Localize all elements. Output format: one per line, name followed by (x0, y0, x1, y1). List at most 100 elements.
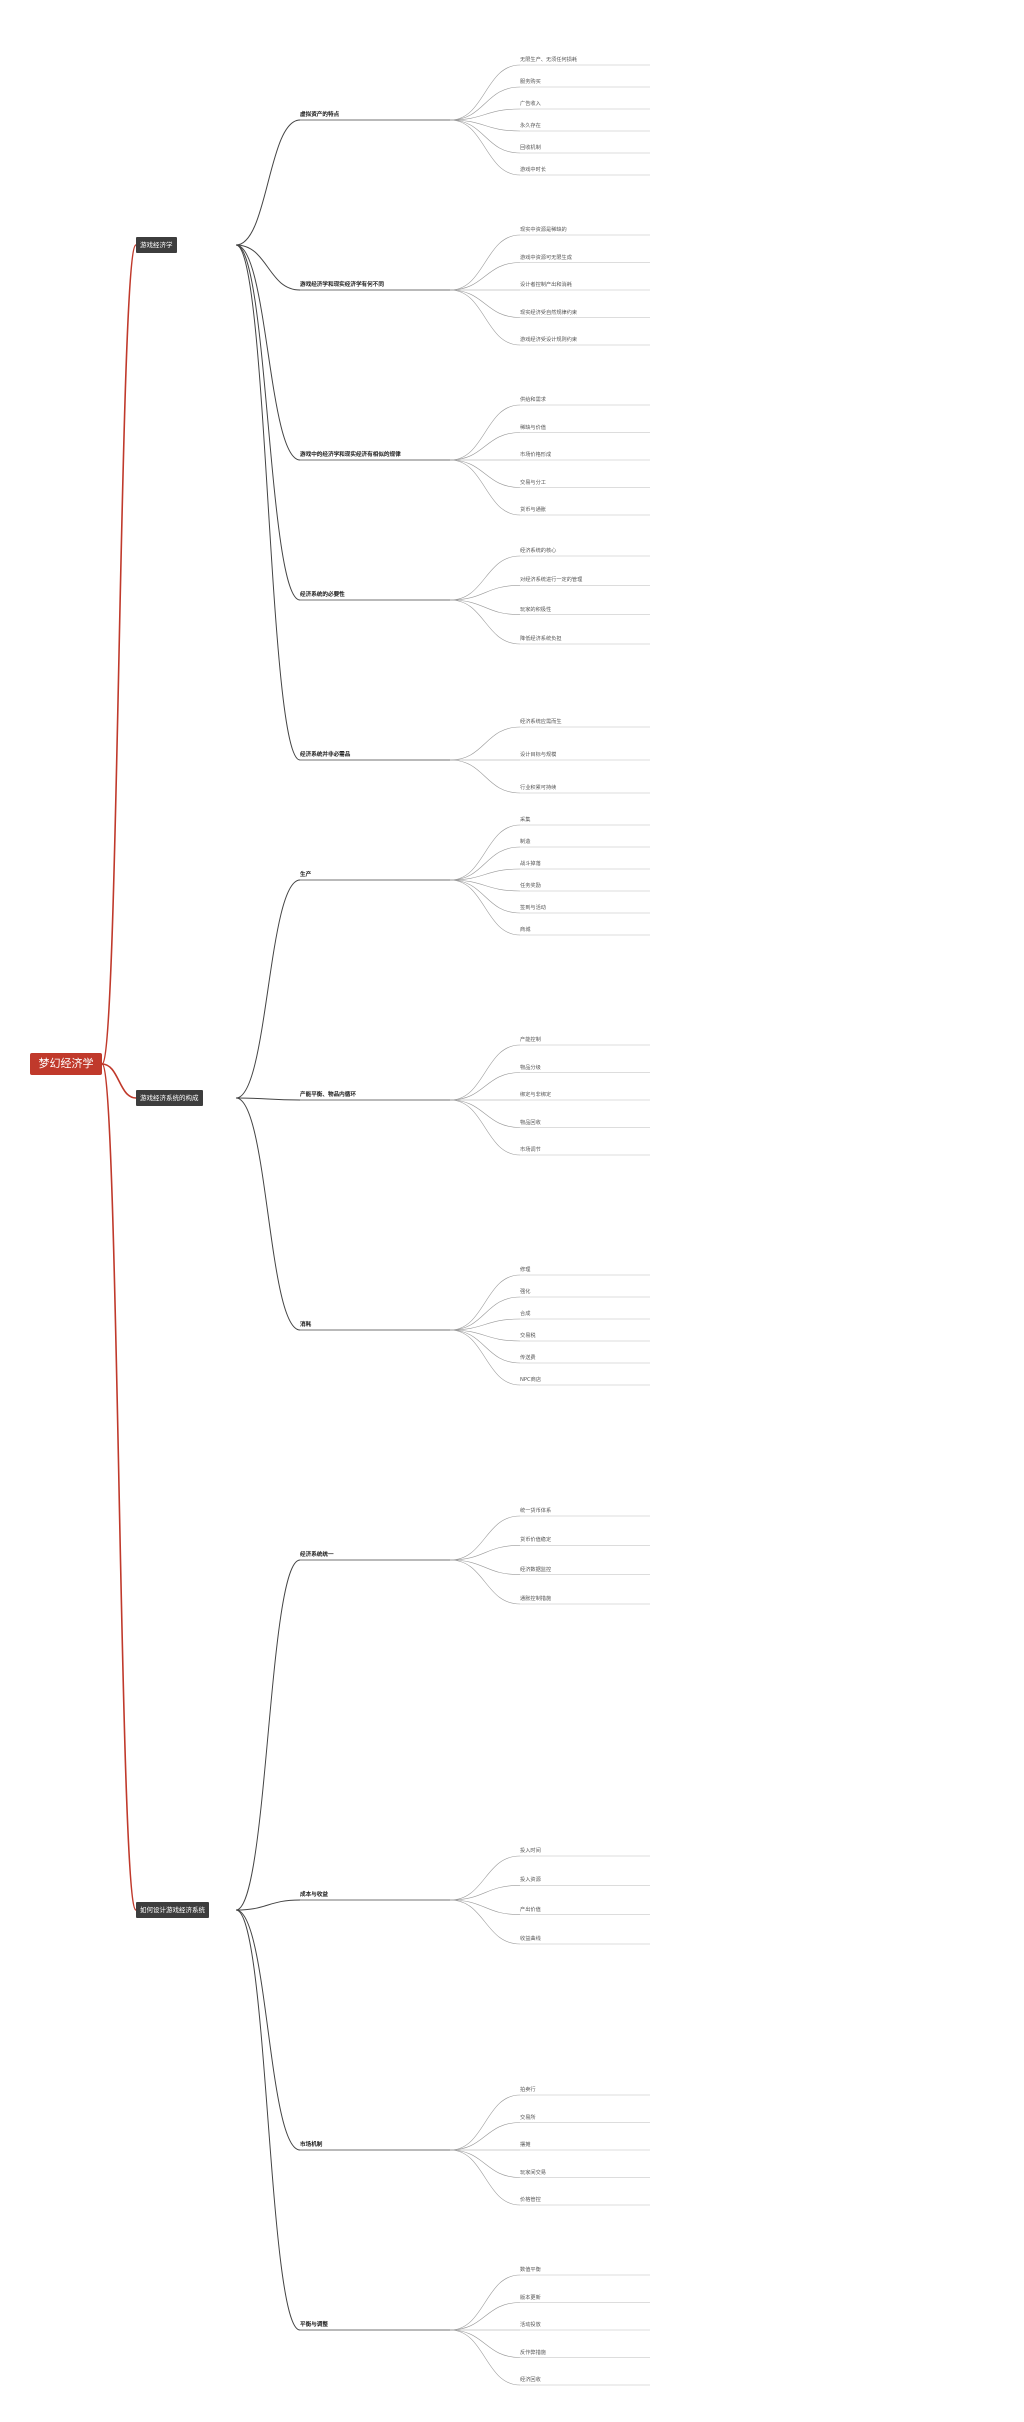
sub-node-1-1[interactable]: 产能平衡、物品内循环 (300, 1092, 356, 1098)
leaf-node-1-1-0[interactable]: 产能控制 (520, 1037, 541, 1043)
leaf-node-2-3-3[interactable]: 反作弊措施 (520, 2349, 546, 2356)
leaf-node-2-1-1[interactable]: 投入资源 (520, 1877, 541, 1884)
leaf-node-0-2-0[interactable]: 供给和需求 (520, 397, 546, 403)
leaf-node-0-2-4[interactable]: 货币与通胀 (520, 507, 546, 513)
connector (449, 119, 521, 132)
leaf-node-0-1-2[interactable]: 设计者控制产出和消耗 (520, 282, 572, 288)
leaf-node-0-0-3[interactable]: 永久存在 (520, 123, 541, 129)
leaf-node-2-2-3[interactable]: 玩家间交易 (520, 2169, 546, 2176)
sub-node-0-2[interactable]: 游戏中的经济学和现实经济有相似的规律 (300, 452, 401, 458)
leaf-node-2-3-0[interactable]: 数值平衡 (520, 2267, 541, 2273)
connector (449, 234, 521, 291)
leaf-node-1-1-1[interactable]: 物品分级 (520, 1064, 541, 1071)
connector (235, 119, 301, 246)
connector (235, 1559, 301, 1911)
leaf-node-1-2-4[interactable]: 传送费 (520, 1355, 536, 1361)
leaf-node-2-2-2[interactable]: 摆摊 (520, 2142, 531, 2148)
connector (235, 1097, 301, 1331)
leaf-node-2-3-2[interactable]: 活动投放 (520, 2322, 541, 2328)
connector (449, 262, 521, 291)
leaf-node-1-0-1[interactable]: 制造 (520, 839, 531, 845)
connector (449, 879, 521, 936)
leaf-node-1-1-3[interactable]: 物品回收 (520, 1119, 541, 1126)
connector (449, 108, 521, 121)
leaf-node-0-0-4[interactable]: 回收机制 (520, 145, 541, 151)
leaf-node-0-1-1[interactable]: 游戏中资源可无限生成 (520, 254, 572, 261)
connector (449, 726, 521, 761)
connector (449, 1274, 521, 1331)
leaf-node-2-1-0[interactable]: 投入时间 (520, 1848, 541, 1854)
leaf-node-1-0-0[interactable]: 采集 (520, 817, 531, 823)
connector (449, 1099, 521, 1156)
leaf-node-0-0-5[interactable]: 游戏中时长 (520, 167, 546, 173)
branch-node-1[interactable]: 游戏经济系统的构成 (136, 1090, 203, 1106)
leaf-node-2-1-3[interactable]: 收益曲线 (520, 1936, 541, 1942)
sub-node-2-2[interactable]: 市场机制 (300, 2142, 323, 2148)
leaf-node-0-1-4[interactable]: 游戏经济受设计规则约束 (520, 337, 578, 343)
sub-node-0-1[interactable]: 游戏经济学和现实经济学有何不同 (300, 282, 384, 288)
leaf-node-1-0-2[interactable]: 战斗掉落 (520, 861, 541, 867)
connector (235, 244, 301, 461)
leaf-node-0-3-3[interactable]: 降低经济系统负担 (520, 636, 562, 642)
leaf-node-0-4-2[interactable]: 行业积累可持续 (520, 785, 557, 791)
leaf-node-1-0-5[interactable]: 商城 (520, 927, 531, 933)
leaf-node-0-3-2[interactable]: 玩家的积极性 (520, 606, 552, 613)
branch-node-2[interactable]: 如何设计游戏经济系统 (136, 1902, 209, 1918)
connector (449, 2094, 521, 2151)
leaf-node-1-2-0[interactable]: 修理 (520, 1267, 531, 1273)
connector (449, 1329, 521, 1342)
leaf-node-2-0-2[interactable]: 经济数据监控 (520, 1566, 552, 1573)
sub-node-2-3[interactable]: 平衡与调整 (300, 2322, 328, 2328)
sub-node-0-0[interactable]: 虚拟资产的特点 (300, 112, 340, 118)
leaf-node-1-2-1[interactable]: 强化 (520, 1289, 531, 1295)
connector (449, 404, 521, 461)
leaf-node-1-2-3[interactable]: 交易税 (520, 1333, 536, 1339)
sub-node-1-0[interactable]: 生产 (300, 872, 312, 878)
branch-node-0[interactable]: 游戏经济学 (136, 237, 177, 253)
connector (449, 1899, 521, 1945)
leaf-node-1-0-3[interactable]: 任务奖励 (520, 883, 541, 889)
leaf-node-0-3-0[interactable]: 经济系统的核心 (520, 548, 557, 554)
connector (449, 119, 521, 154)
sub-node-2-0[interactable]: 经济系统统一 (300, 1552, 334, 1558)
leaf-node-0-1-0[interactable]: 现实中资源是稀缺的 (520, 227, 567, 233)
leaf-node-0-4-0[interactable]: 经济系统应需而生 (520, 719, 562, 725)
leaf-node-1-2-2[interactable]: 合成 (520, 1311, 531, 1317)
leaf-node-0-4-1[interactable]: 设计目标与规模 (520, 752, 557, 758)
leaf-node-1-0-4[interactable]: 签到与活动 (520, 905, 546, 911)
leaf-node-1-2-5[interactable]: NPC商店 (520, 1377, 542, 1383)
connector (449, 1329, 521, 1364)
connector (449, 459, 521, 488)
leaf-node-2-1-2[interactable]: 产出价值 (520, 1906, 541, 1913)
leaf-node-0-2-2[interactable]: 市场价格形成 (520, 452, 552, 458)
leaf-node-2-3-4[interactable]: 经济回收 (520, 2377, 541, 2383)
leaf-node-2-0-3[interactable]: 通胀控制措施 (520, 1596, 552, 1602)
leaf-node-0-0-0[interactable]: 无限生产、无须任何损耗 (520, 57, 578, 63)
sub-node-0-4[interactable]: 经济系统并非必需品 (300, 752, 351, 758)
leaf-node-0-0-2[interactable]: 广告收入 (520, 101, 541, 107)
connector (101, 244, 137, 1065)
leaf-node-2-2-0[interactable]: 拍卖行 (520, 2087, 536, 2093)
connector (449, 759, 521, 794)
connector (449, 1296, 521, 1331)
leaf-node-2-0-0[interactable]: 统一货币体系 (520, 1508, 552, 1514)
sub-node-0-3[interactable]: 经济系统的必要性 (300, 592, 345, 598)
sub-node-2-1[interactable]: 成本与收益 (300, 1892, 328, 1898)
leaf-node-1-1-2[interactable]: 绑定与非绑定 (520, 1092, 552, 1098)
root-node[interactable]: 梦幻经济学 (30, 1053, 102, 1075)
leaf-node-2-3-1[interactable]: 版本更新 (520, 2294, 541, 2301)
sub-node-1-2[interactable]: 消耗 (300, 1322, 312, 1328)
leaf-node-0-0-1[interactable]: 服务购买 (520, 79, 541, 85)
connector (449, 1885, 521, 1901)
leaf-node-1-1-4[interactable]: 市场调节 (520, 1147, 541, 1153)
leaf-node-2-2-4[interactable]: 价格管控 (520, 2197, 541, 2203)
leaf-node-0-2-3[interactable]: 交易与分工 (520, 479, 546, 486)
leaf-node-2-2-1[interactable]: 交易所 (520, 2114, 536, 2121)
leaf-node-0-1-3[interactable]: 现实经济受自然规律约束 (520, 309, 578, 316)
leaf-node-2-0-1[interactable]: 货币价值稳定 (520, 1537, 552, 1544)
leaf-node-0-3-1[interactable]: 对经济系统进行一定的管理 (520, 577, 583, 584)
leaf-node-0-2-1[interactable]: 稀缺与价值 (520, 424, 546, 431)
connector (449, 1044, 521, 1101)
